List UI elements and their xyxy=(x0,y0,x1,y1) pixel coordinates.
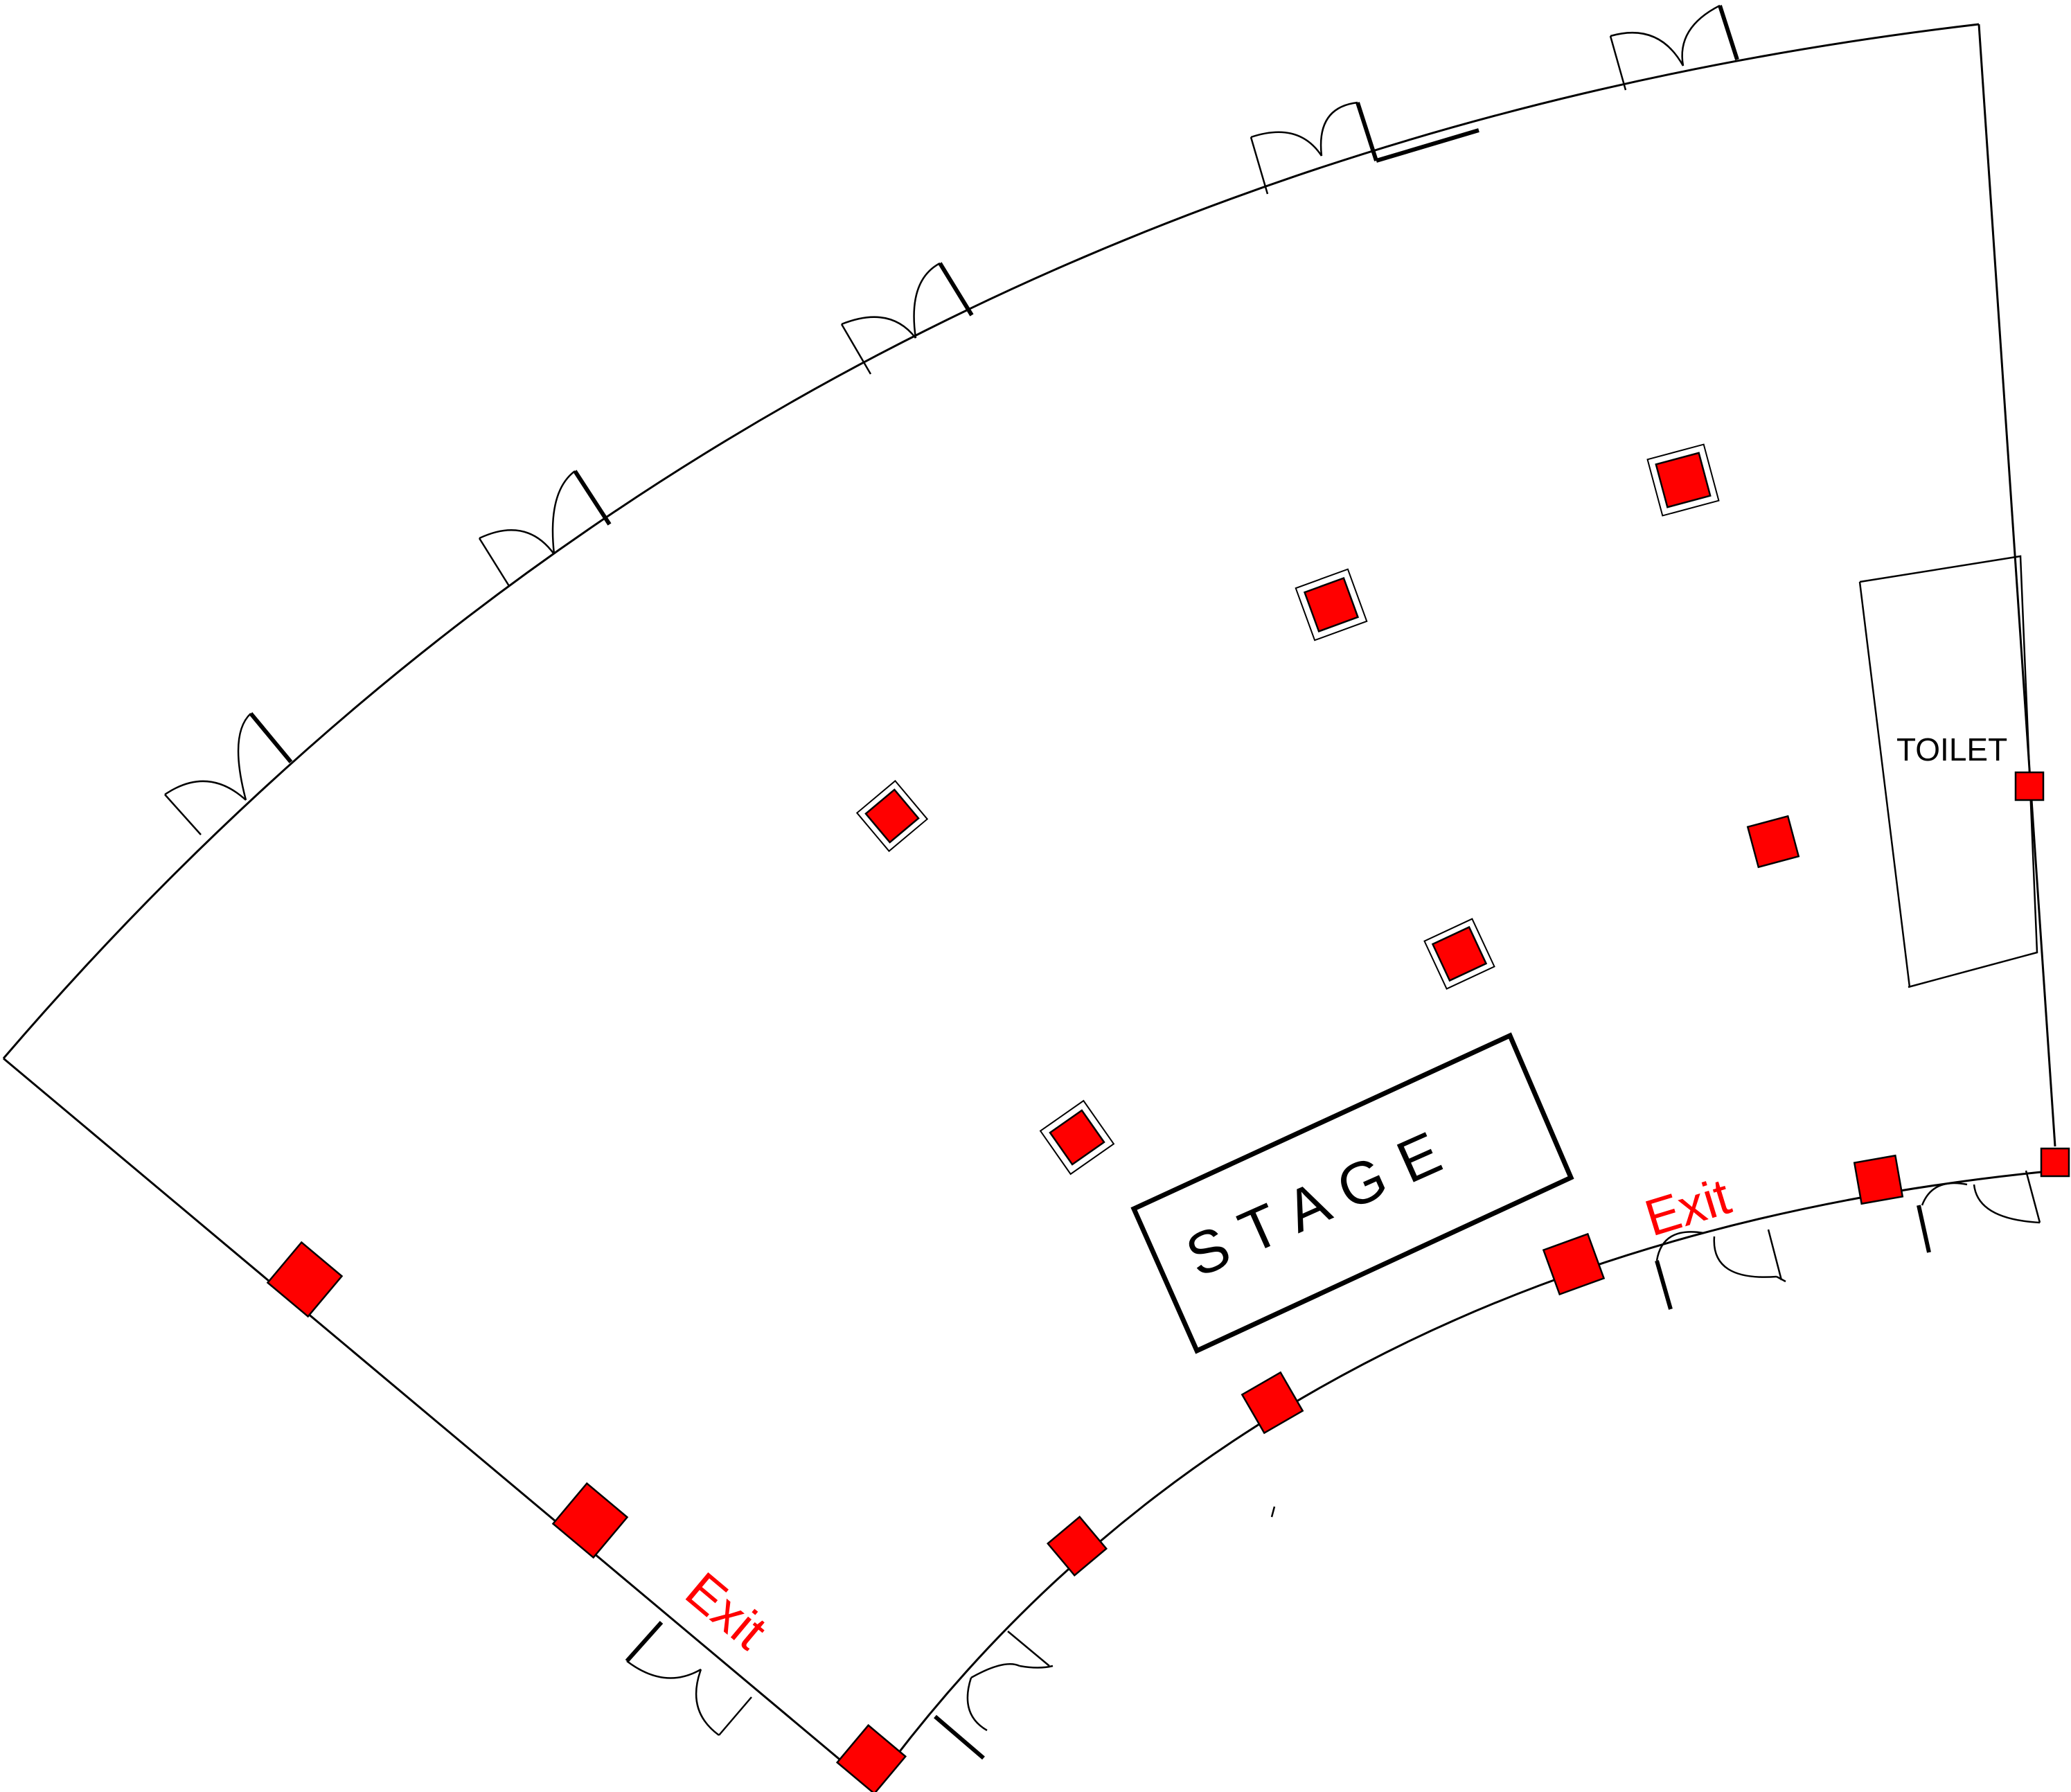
stage-platform xyxy=(1130,1032,1574,1354)
pillar-3 xyxy=(855,779,929,853)
exit-door-bottom[interactable] xyxy=(934,1631,1054,1760)
interior-pillars xyxy=(855,443,1800,1176)
wall-pillar-8 xyxy=(2014,771,2045,801)
outer-wall-doors xyxy=(164,4,1739,835)
exit-label-left: Exit xyxy=(675,1561,778,1660)
toilet-label: TOILET xyxy=(1896,731,2007,768)
exit-door-right-1[interactable] xyxy=(1655,1229,1786,1310)
door-2[interactable] xyxy=(478,470,612,587)
door-5[interactable] xyxy=(1609,4,1739,91)
southwest-wall xyxy=(3,1057,873,1789)
wall-pillar-2 xyxy=(551,1482,629,1559)
exit-door-southwest[interactable] xyxy=(625,1621,752,1737)
exit-label-right: Exit xyxy=(1638,1167,1737,1248)
small-mark xyxy=(1270,1506,1276,1518)
wall-pillar-7 xyxy=(1853,1154,1904,1205)
door-3[interactable] xyxy=(840,262,974,375)
outer-curved-wall xyxy=(2,23,1980,1059)
door-4[interactable] xyxy=(1250,101,1479,195)
wall-pillar-3 xyxy=(835,1723,907,1792)
wall-pillar-1 xyxy=(266,1241,344,1318)
walls xyxy=(2,23,2056,1789)
wall-pillar-4 xyxy=(1046,1515,1108,1577)
toilet-room xyxy=(1859,555,2038,988)
pillar-1 xyxy=(1646,443,1720,517)
east-wall xyxy=(1977,24,2056,1147)
pillar-6 xyxy=(1746,815,1800,869)
wall-pillar-6 xyxy=(1542,1232,1606,1296)
toilet: TOILET xyxy=(1858,555,2038,988)
wall-pillar-5 xyxy=(1241,1371,1304,1435)
stage: S T A G E xyxy=(1130,1032,1574,1354)
inner-curved-wall xyxy=(871,1169,2056,1788)
pillar-5 xyxy=(1039,1099,1115,1176)
exit-door-right-2[interactable] xyxy=(1917,1170,2041,1253)
door-1[interactable] xyxy=(164,712,293,835)
wall-pillar-9 xyxy=(2040,1147,2070,1178)
pillar-2 xyxy=(1295,568,1368,641)
wall-pillars xyxy=(266,771,2070,1792)
pillar-4 xyxy=(1423,918,1495,990)
